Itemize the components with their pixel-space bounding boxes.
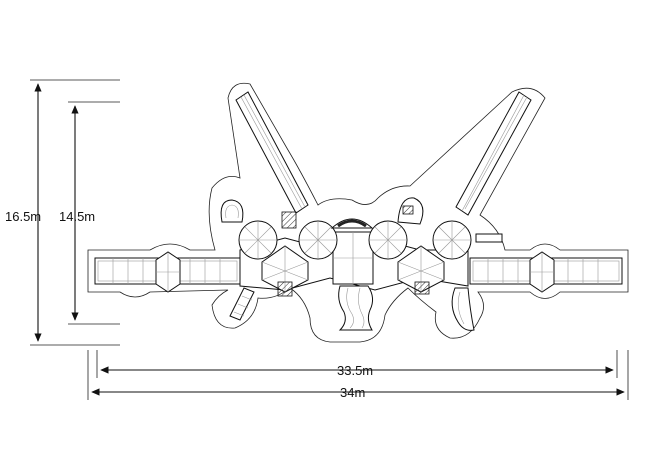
step-bar <box>475 233 503 243</box>
roof-1 <box>238 220 278 260</box>
dimension-overall-width: 34m <box>87 350 629 400</box>
left-diagonal-slide <box>235 91 309 214</box>
wavy-slide <box>338 285 374 331</box>
roof-3 <box>368 220 408 260</box>
dimension-inner-height: 14.5m <box>59 101 120 325</box>
overall-width-label: 34m <box>340 385 365 400</box>
roof-2 <box>298 220 338 260</box>
left-tube-slide <box>220 199 244 223</box>
overall-height-label: 16.5m <box>5 209 41 224</box>
left-ladder <box>229 287 255 321</box>
left-walkway <box>94 251 241 293</box>
inner-width-label: 33.5m <box>337 363 373 378</box>
curved-slide <box>451 287 475 331</box>
climbing-panels <box>277 211 430 297</box>
right-diagonal-slide <box>455 91 532 216</box>
right-tube-slide <box>397 197 424 225</box>
central-deck <box>239 231 469 293</box>
climbing-net-top <box>330 218 374 229</box>
dimension-inner-width: 33.5m <box>96 350 618 378</box>
dimension-overall-height: 16.5m <box>5 79 120 346</box>
safety-zone-outline <box>87 82 629 343</box>
right-walkway <box>469 251 623 293</box>
roof-4 <box>432 220 472 260</box>
inner-height-label: 14.5m <box>59 209 95 224</box>
